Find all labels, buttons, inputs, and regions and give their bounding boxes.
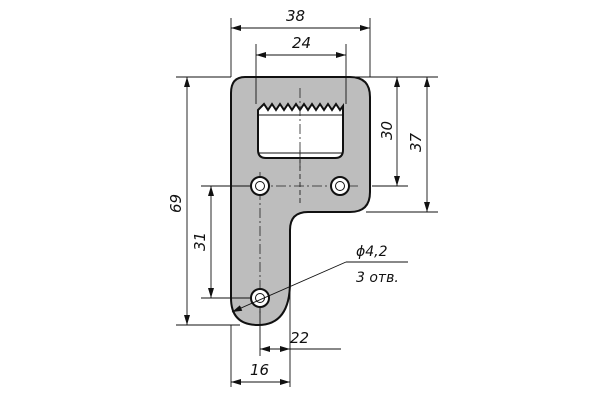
- dimension-lines: [184, 25, 430, 385]
- hole-diameter-note: ϕ4,2: [356, 244, 388, 260]
- dim-text-30: 30: [378, 121, 396, 140]
- dim-text-22: 22: [290, 329, 309, 347]
- hole-top-right: [330, 176, 350, 196]
- hole-top-left: [250, 176, 270, 196]
- dim-text-37: 37: [407, 132, 425, 152]
- dim-text-16: 16: [250, 361, 269, 379]
- hole-count-note: 3 отв.: [356, 270, 399, 286]
- dim-text-69: 69: [167, 194, 185, 213]
- dim-text-24: 24: [292, 34, 311, 52]
- dim-text-31: 31: [191, 232, 209, 251]
- hole-bottom: [250, 288, 270, 308]
- serrated-window: [257, 102, 344, 159]
- hole-leader: [231, 261, 408, 313]
- dim-text-38: 38: [286, 7, 305, 25]
